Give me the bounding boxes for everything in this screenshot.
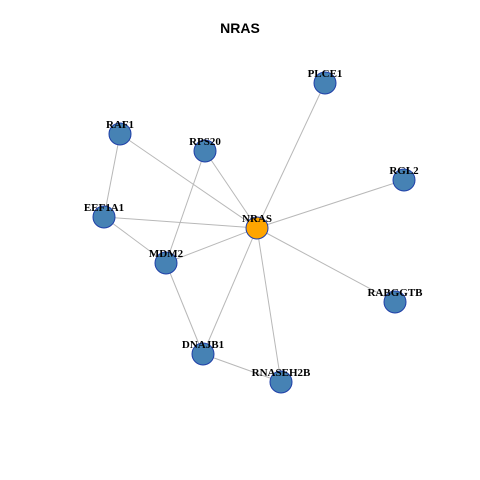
edge-raf1-eef1a1 bbox=[103, 133, 121, 218]
node-rps20[interactable] bbox=[193, 139, 217, 163]
node-label-plce1: PLCE1 bbox=[308, 68, 343, 80]
node-label-raf1: RAF1 bbox=[106, 119, 134, 131]
node-plce1[interactable] bbox=[313, 71, 337, 95]
edge-nras-rps20 bbox=[204, 150, 258, 229]
node-label-nras: NRAS bbox=[242, 213, 272, 225]
node-label-rgl2: RGL2 bbox=[389, 165, 419, 177]
edge-mdm2-dnajb1 bbox=[165, 262, 204, 355]
node-label-rnaseh2b: RNASEH2B bbox=[252, 367, 311, 379]
node-dnajb1[interactable] bbox=[191, 342, 215, 366]
node-eef1a1[interactable] bbox=[92, 205, 116, 229]
node-label-rabggtb: RABGGTB bbox=[367, 287, 423, 299]
edge-nras-rabggtb bbox=[256, 227, 396, 303]
node-label-rps20: RPS20 bbox=[189, 136, 221, 148]
edge-rps20-mdm2 bbox=[165, 150, 206, 264]
node-rabggtb[interactable] bbox=[383, 290, 407, 314]
edge-nras-mdm2 bbox=[165, 227, 258, 264]
edge-nras-rnaseh2b bbox=[256, 227, 282, 383]
node-rgl2[interactable] bbox=[392, 168, 416, 192]
edge-nras-raf1 bbox=[119, 133, 258, 229]
node-rnaseh2b[interactable] bbox=[269, 370, 293, 394]
edge-layer bbox=[103, 82, 405, 383]
edge-nras-dnajb1 bbox=[202, 227, 258, 355]
node-raf1[interactable] bbox=[108, 122, 132, 146]
node-nras[interactable] bbox=[245, 216, 269, 240]
edge-nras-rgl2 bbox=[256, 179, 405, 229]
node-label-eef1a1: EEF1A1 bbox=[84, 202, 124, 214]
graph-title: NRAS bbox=[220, 20, 260, 36]
node-label-mdm2: MDM2 bbox=[149, 248, 184, 260]
edge-nras-plce1 bbox=[256, 82, 326, 229]
node-label-dnajb1: DNAJB1 bbox=[182, 339, 224, 351]
node-mdm2[interactable] bbox=[154, 251, 178, 275]
edge-dnajb1-rnaseh2b bbox=[202, 353, 282, 383]
edge-eef1a1-mdm2 bbox=[103, 216, 167, 264]
